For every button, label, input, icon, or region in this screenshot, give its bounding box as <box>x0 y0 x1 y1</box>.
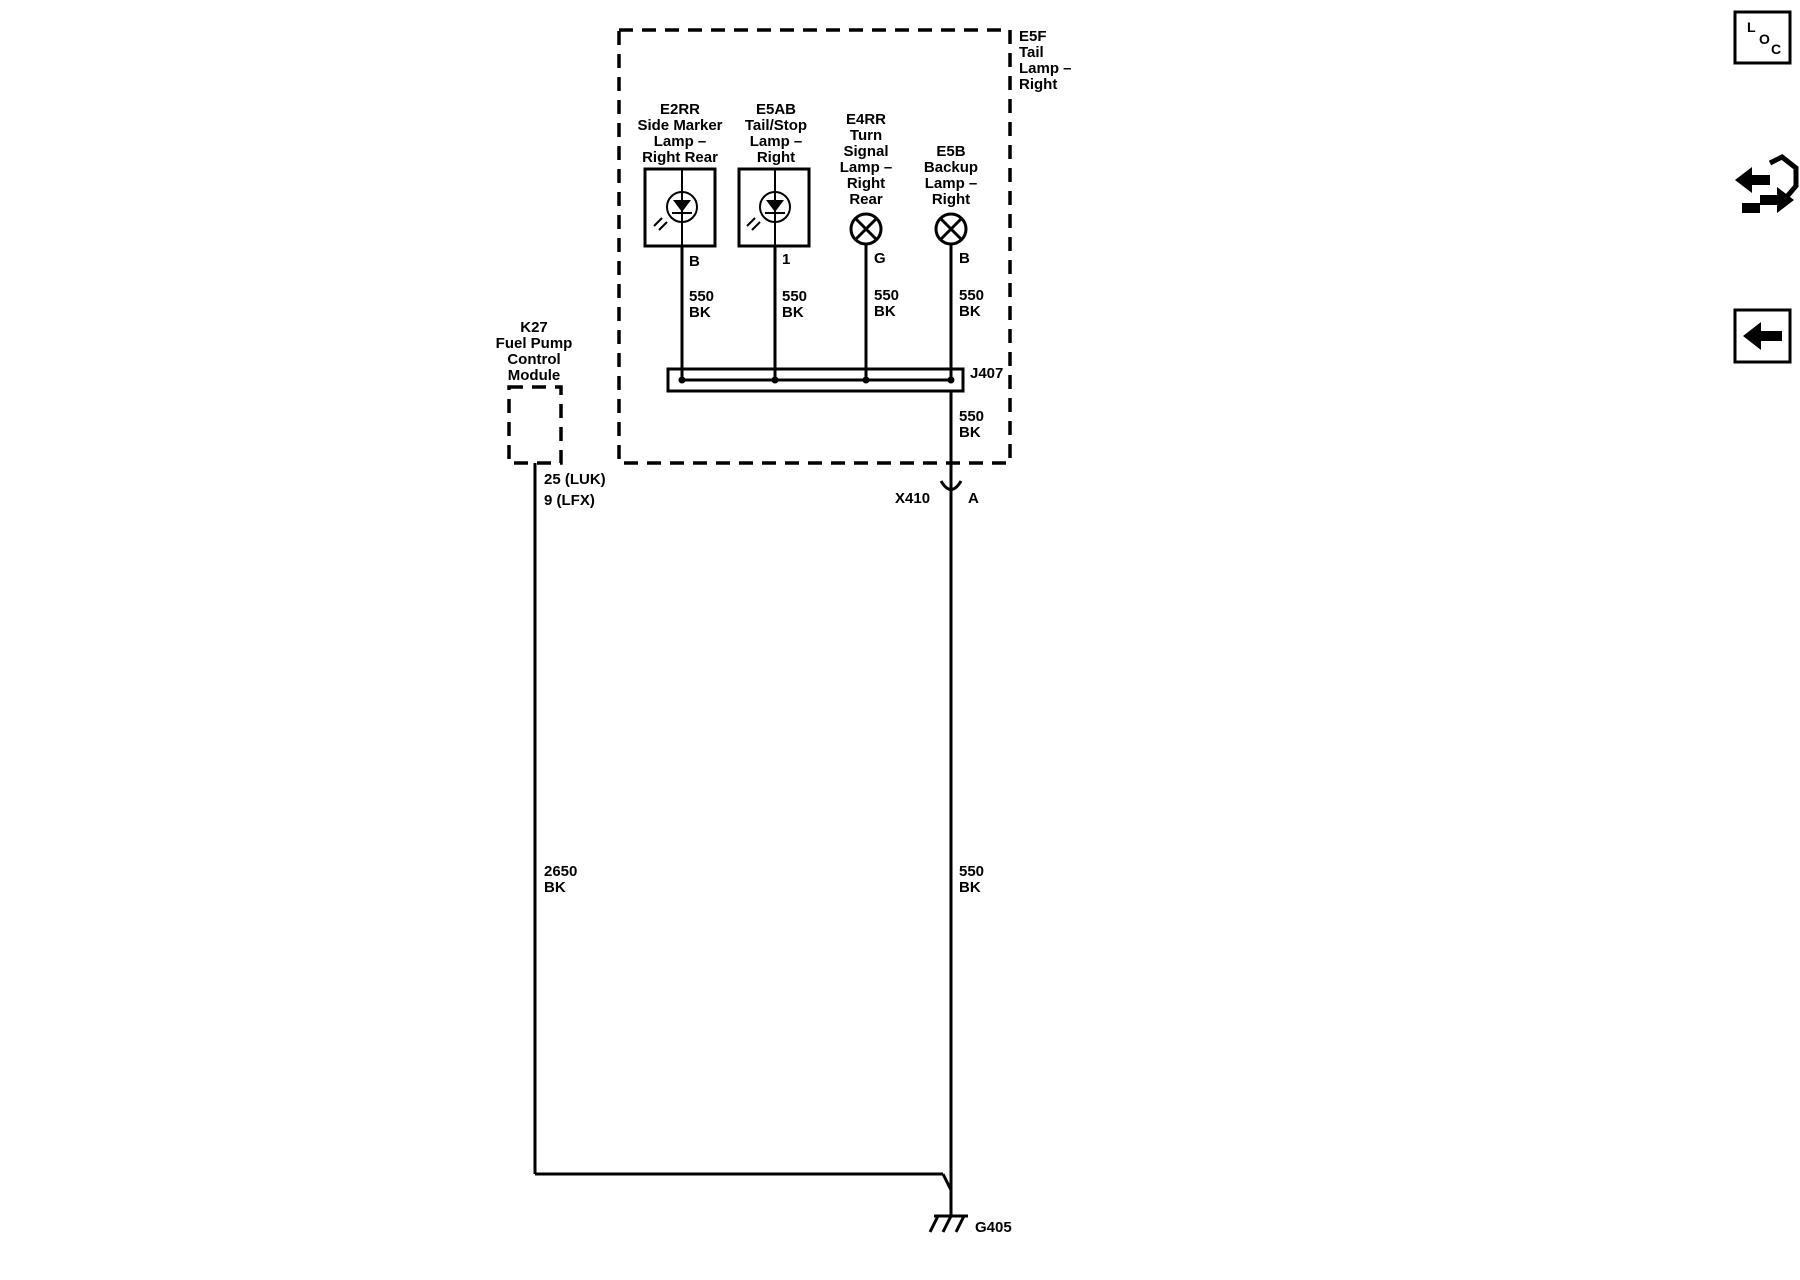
module-name-line: Fuel Pump <box>496 335 573 352</box>
splice-id: J407 <box>970 365 1003 382</box>
component-e5b[interactable]: E5B Backup Lamp – Right B 550 BK <box>924 143 984 381</box>
enclosure-border <box>617 28 1012 465</box>
bulb-icon <box>849 212 883 246</box>
module-pin: 25 (LUK) <box>544 471 606 488</box>
connector-x410[interactable]: X410 A 550 BK <box>895 466 984 1176</box>
component-id: E4RR <box>846 111 886 128</box>
wire-number: 550 <box>689 288 714 305</box>
wire-number: 2650 <box>544 863 577 880</box>
component-name-line: Lamp – <box>925 175 978 192</box>
wire-number: 550 <box>959 287 984 304</box>
e5f-tail-lamp-enclosure: E5F Tail Lamp – Right <box>617 28 1072 465</box>
wire-number: 550 <box>782 288 807 305</box>
component-id: E5AB <box>756 101 796 118</box>
ground-id: G405 <box>975 1219 1012 1236</box>
lamp-housing <box>643 167 717 248</box>
module-k27[interactable]: K27 Fuel Pump Control Module 25 (LUK) 9 … <box>496 319 606 1174</box>
module-name-line: Module <box>508 367 561 384</box>
wire-number: 550 <box>874 287 899 304</box>
wire-number: 550 <box>959 408 984 425</box>
module-pin: 9 (LFX) <box>544 492 595 509</box>
pin-label: B <box>959 250 970 267</box>
component-name-line: Signal <box>843 143 888 160</box>
back-button-frame <box>1733 308 1792 364</box>
connector-id: X410 <box>895 490 930 507</box>
splice-j407[interactable]: J407 550 BK <box>666 365 1003 466</box>
component-id: E2RR <box>660 101 700 118</box>
wire-color: BK <box>959 303 981 320</box>
back-button[interactable] <box>1733 308 1792 364</box>
component-name-line: Tail/Stop <box>745 117 807 134</box>
wire-color: BK <box>874 303 896 320</box>
wire-color: BK <box>544 879 566 896</box>
component-name-line: Right Rear <box>642 149 718 166</box>
component-name-line: Rear <box>849 191 883 208</box>
component-e2rr[interactable]: E2RR Side Marker Lamp – Right Rear B 550… <box>637 101 723 381</box>
ground-icon <box>928 1214 968 1233</box>
component-name-line: Backup <box>924 159 978 176</box>
led-icon <box>746 169 791 246</box>
loc-button[interactable]: L O C <box>1733 10 1792 65</box>
module-id: K27 <box>520 319 548 336</box>
bulb-icon <box>934 212 968 246</box>
component-e4rr[interactable]: E4RR Turn Signal Lamp – Right Rear G 550… <box>840 111 899 381</box>
loc-letter: O <box>1759 31 1770 47</box>
enclosure-id: E5F <box>1019 28 1047 45</box>
wire-color: BK <box>689 304 711 321</box>
location-icon: L O C <box>1747 19 1781 57</box>
wire-color: BK <box>959 424 981 441</box>
enclosure-name-line: Tail <box>1019 44 1044 61</box>
component-e5ab[interactable]: E5AB Tail/Stop Lamp – Right 1 550 BK <box>737 101 811 381</box>
component-name-line: Lamp – <box>750 133 803 150</box>
component-name-line: Turn <box>850 127 882 144</box>
pin-label: G <box>874 250 886 267</box>
module-box <box>507 385 563 465</box>
loc-button-frame <box>1733 10 1792 65</box>
component-name-line: Right <box>847 175 885 192</box>
wire-color: BK <box>959 879 981 896</box>
component-name-line: Lamp – <box>654 133 707 150</box>
back-arrow-icon <box>1743 322 1782 350</box>
connector-pin: A <box>968 490 979 507</box>
pin-label: B <box>689 253 700 270</box>
component-name-line: Right <box>757 149 795 166</box>
ground-g405[interactable]: G405 <box>535 1172 1012 1236</box>
loc-letter: L <box>1747 19 1756 35</box>
component-name-line: Right <box>932 191 970 208</box>
enclosure-name-line: Lamp – <box>1019 60 1072 77</box>
splice-block <box>666 367 965 393</box>
wire-number: 550 <box>959 863 984 880</box>
loc-letter: C <box>1771 41 1781 57</box>
component-name-line: Lamp – <box>840 159 893 176</box>
wire-color: BK <box>782 304 804 321</box>
pin-label: 1 <box>782 251 790 268</box>
led-icon <box>653 169 698 246</box>
connector-arrows-icon <box>1735 154 1799 213</box>
connector-button[interactable] <box>1735 154 1799 213</box>
component-name-line: Side Marker <box>637 117 722 134</box>
enclosure-name-line: Right <box>1019 76 1057 93</box>
module-name-line: Control <box>507 351 560 368</box>
component-id: E5B <box>936 143 965 160</box>
